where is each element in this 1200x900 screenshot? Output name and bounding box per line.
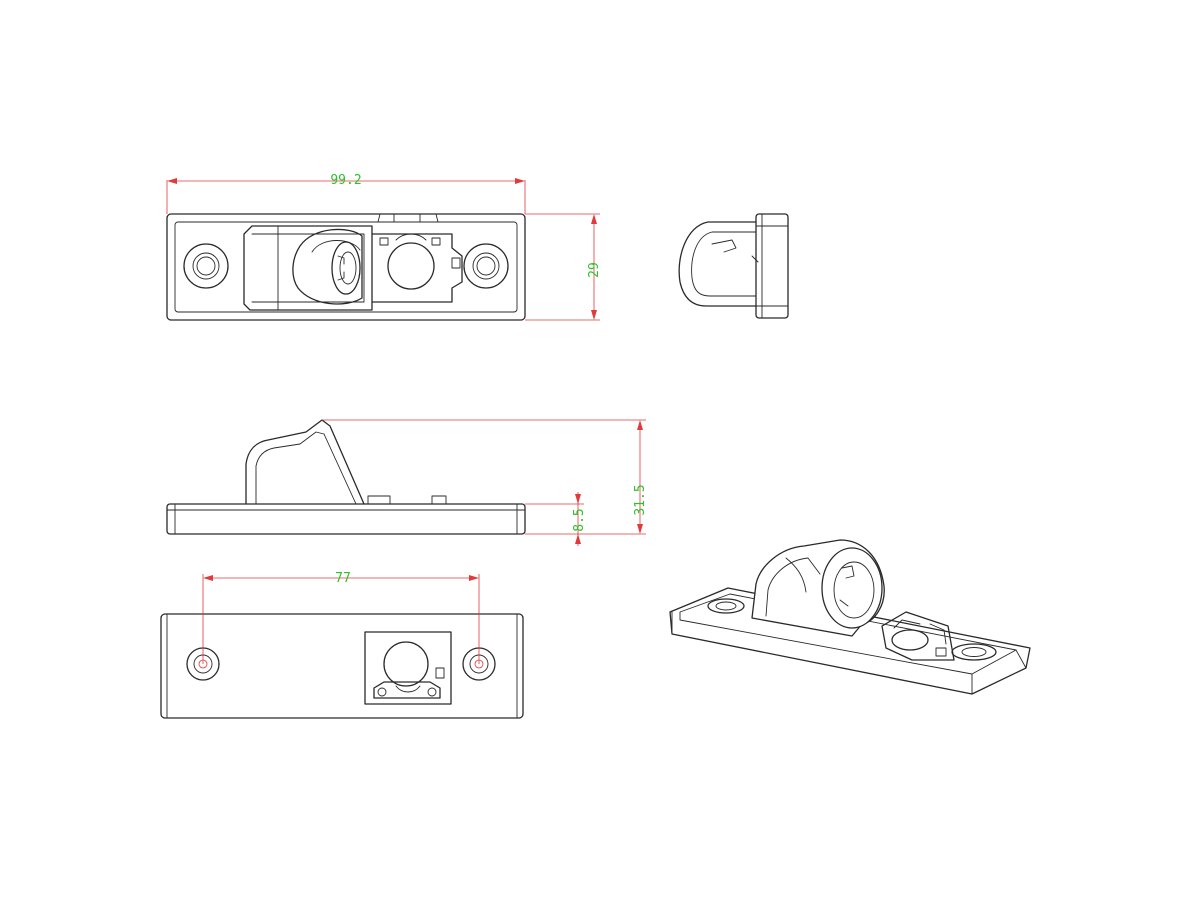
front-view bbox=[166, 419, 526, 535]
dimension-height-label: 31.5 bbox=[633, 484, 648, 515]
isometric-view bbox=[669, 539, 1031, 695]
top-view bbox=[166, 213, 526, 321]
dimension-thickness: 8.5 bbox=[525, 492, 587, 546]
dimension-length-label: 99.2 bbox=[330, 173, 361, 188]
dimension-height: 31.5 bbox=[322, 419, 648, 535]
top-view-right-hole bbox=[463, 243, 509, 289]
top-view-left-hole bbox=[183, 243, 229, 289]
end-view bbox=[678, 213, 789, 319]
dimension-hole-spacing-label: 77 bbox=[335, 571, 351, 586]
dimension-width: 29 bbox=[525, 213, 602, 321]
bottom-view bbox=[160, 613, 524, 719]
dimension-width-label: 29 bbox=[587, 262, 602, 278]
dimension-thickness-label: 8.5 bbox=[572, 508, 587, 531]
dimension-length: 99.2 bbox=[166, 173, 526, 214]
dimension-hole-spacing: 77 bbox=[202, 571, 480, 664]
